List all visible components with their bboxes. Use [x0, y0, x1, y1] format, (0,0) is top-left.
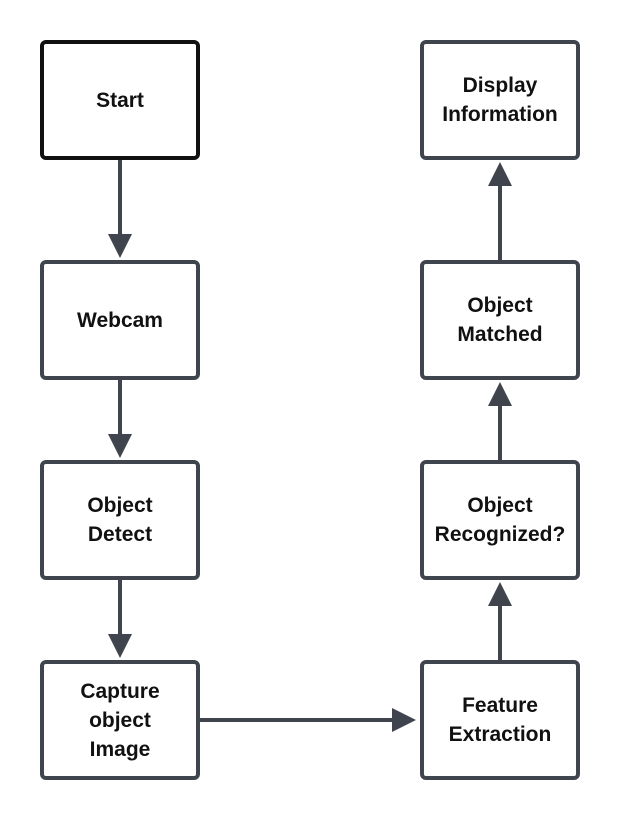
- node-display-information-label: Display Information: [442, 74, 558, 126]
- node-start: Start: [40, 40, 200, 160]
- node-capture-object-image-label: Capture object Image: [80, 679, 160, 761]
- node-object-detect: Object Detect: [40, 460, 200, 580]
- node-webcam-label: Webcam: [77, 308, 163, 332]
- node-object-detect-label: Object Detect: [87, 494, 153, 546]
- node-object-matched: Object Matched: [420, 260, 580, 380]
- node-feature-extraction-label: Feature Extraction: [448, 694, 552, 746]
- node-object-recognized-label: Object Recognized?: [434, 494, 566, 546]
- node-display-information: Display Information: [420, 40, 580, 160]
- node-object-recognized: Object Recognized?: [420, 460, 580, 580]
- node-webcam: Webcam: [40, 260, 200, 380]
- node-capture-object-image: Capture object Image: [40, 660, 200, 780]
- node-object-matched-label: Object Matched: [457, 294, 543, 346]
- node-feature-extraction: Feature Extraction: [420, 660, 580, 780]
- node-start-label: Start: [96, 88, 144, 112]
